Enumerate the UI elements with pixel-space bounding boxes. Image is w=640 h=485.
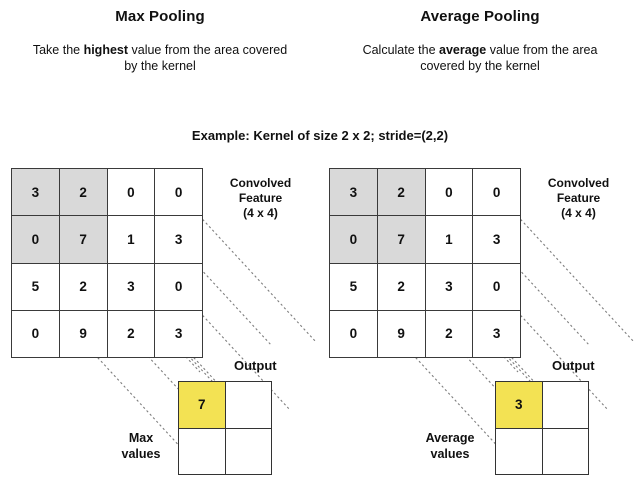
feature-cell: 3 bbox=[330, 169, 378, 217]
values-label-line-2: values bbox=[121, 447, 161, 461]
feature-cell: 9 bbox=[59, 310, 108, 358]
feature-cell: 3 bbox=[155, 310, 203, 358]
feature-cell: 0 bbox=[155, 169, 203, 217]
feature-cell: 1 bbox=[107, 216, 156, 264]
average-pooling-panel: Average Pooling Calculate the average va… bbox=[320, 0, 640, 485]
feature-cell: 3 bbox=[12, 169, 60, 217]
feature-cell: 0 bbox=[473, 263, 521, 311]
values-label-line-1: Average bbox=[425, 431, 475, 445]
feature-cell: 1 bbox=[425, 216, 474, 264]
feature-cell: 2 bbox=[425, 310, 474, 358]
feature-cell: 3 bbox=[107, 263, 156, 311]
feature-cell: 0 bbox=[330, 310, 378, 358]
feature-cell: 7 bbox=[59, 216, 108, 264]
feature-cell: 0 bbox=[107, 169, 156, 217]
feature-label-line-2: Feature bbox=[238, 191, 283, 205]
values-label-line-1: Max bbox=[128, 431, 154, 445]
feature-cell: 0 bbox=[473, 169, 521, 217]
panel-title-average: Average Pooling bbox=[420, 8, 540, 25]
convolved-feature-label-max: Convolved Feature (4 x 4) bbox=[213, 176, 308, 221]
feature-cell: 0 bbox=[330, 216, 378, 264]
feature-cell: 3 bbox=[473, 216, 521, 264]
feature-label-line-3: (4 x 4) bbox=[561, 206, 596, 220]
output-label-average: Output bbox=[552, 358, 595, 373]
feature-label-line-3: (4 x 4) bbox=[243, 206, 278, 220]
example-note: Example: Kernel of size 2 x 2; stride=(2… bbox=[191, 128, 449, 143]
feature-cell: 5 bbox=[330, 263, 378, 311]
values-label-line-2: values bbox=[430, 447, 470, 461]
feature-cell: 9 bbox=[377, 310, 426, 358]
feature-cell: 3 bbox=[473, 310, 521, 358]
desc-pre-max: Take the bbox=[32, 43, 84, 57]
feature-cell: 3 bbox=[425, 263, 474, 311]
feature-cell: 0 bbox=[12, 216, 60, 264]
feature-cell: 2 bbox=[59, 263, 108, 311]
feature-label-line-1: Convolved bbox=[229, 176, 292, 190]
feature-cell: 2 bbox=[377, 169, 426, 217]
feature-cell: 0 bbox=[12, 310, 60, 358]
feature-cell: 0 bbox=[425, 169, 474, 217]
max-pooling-panel: Max Pooling Take the highest value from … bbox=[11, 8, 317, 475]
feature-cell: 2 bbox=[377, 263, 426, 311]
desc-bold-max: highest bbox=[83, 43, 129, 57]
feature-cell: 7 bbox=[377, 216, 426, 264]
values-label-average: Average values bbox=[410, 430, 490, 462]
values-label-max: Max values bbox=[106, 430, 176, 462]
convolved-feature-grid-average: 3 2 0 0 0 7 1 3 5 2 3 0 0 9 2 3 bbox=[329, 168, 521, 358]
convolved-feature-grid-max: 3 2 0 0 0 7 1 3 5 2 3 0 0 9 2 3 bbox=[11, 168, 203, 358]
feature-label-line-1: Convolved bbox=[547, 176, 610, 190]
desc-bold-average: average bbox=[439, 43, 487, 57]
feature-cell: 2 bbox=[59, 169, 108, 217]
output-grid-average: 3 bbox=[495, 381, 589, 475]
output-cell bbox=[496, 428, 543, 475]
feature-cell: 5 bbox=[12, 263, 60, 311]
output-cell: 3 bbox=[496, 382, 543, 429]
output-cell: 7 bbox=[179, 382, 226, 429]
panel-description-average: Calculate the average value from the are… bbox=[350, 42, 610, 74]
output-grid-max: 7 bbox=[178, 381, 272, 475]
desc-post-average: value from the area covered by the kerne… bbox=[420, 43, 598, 73]
feature-cell: 0 bbox=[155, 263, 203, 311]
feature-label-line-2: Feature bbox=[556, 191, 601, 205]
output-cell bbox=[542, 382, 589, 429]
output-cell bbox=[542, 428, 589, 475]
desc-pre-average: Calculate the bbox=[362, 43, 439, 57]
feature-cell: 3 bbox=[155, 216, 203, 264]
output-cell bbox=[225, 382, 272, 429]
output-cell bbox=[179, 428, 226, 475]
feature-cell: 2 bbox=[107, 310, 156, 358]
panel-title-max: Max Pooling bbox=[115, 8, 205, 25]
desc-post-max: value from the area covered by the kerne… bbox=[124, 43, 288, 73]
output-label-max: Output bbox=[234, 358, 277, 373]
output-cell bbox=[225, 428, 272, 475]
convolved-feature-label-average: Convolved Feature (4 x 4) bbox=[531, 176, 626, 221]
panel-description-max: Take the highest value from the area cov… bbox=[30, 42, 290, 74]
